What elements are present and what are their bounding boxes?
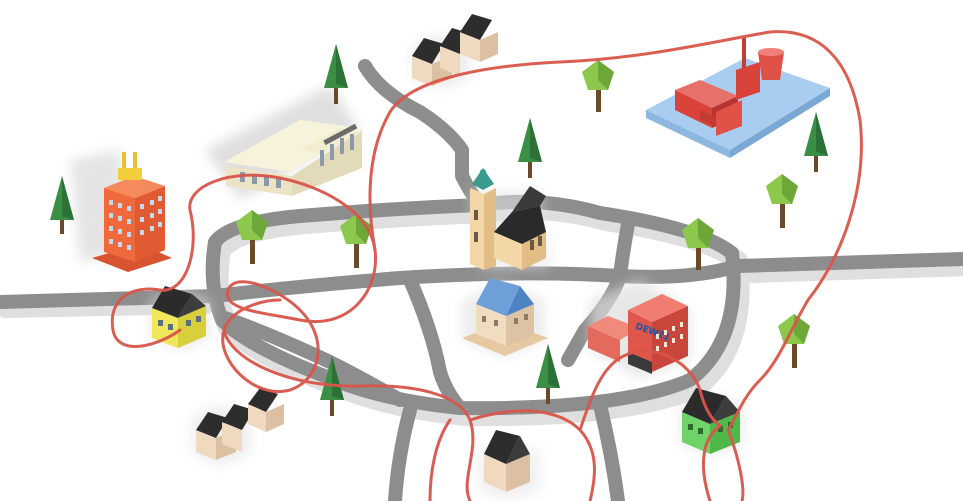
road-inner-1 — [403, 273, 467, 415]
conifer-tree — [536, 344, 560, 404]
road-north — [358, 59, 487, 212]
road-east — [731, 252, 963, 273]
road-south-1 — [388, 403, 417, 501]
white-hall-building — [205, 85, 362, 200]
round-tree — [682, 218, 714, 270]
conifer-tree — [50, 176, 74, 234]
blue-roof-house — [462, 278, 548, 358]
green-house — [680, 388, 744, 456]
road-south-2 — [593, 398, 625, 501]
round-tree — [236, 210, 268, 264]
church — [470, 168, 550, 270]
round-tree — [766, 174, 798, 228]
conifer-tree — [804, 112, 828, 172]
road-network — [0, 59, 963, 501]
conifer-tree — [518, 118, 542, 178]
road-crossing — [208, 259, 745, 303]
conifer-tree — [320, 356, 344, 416]
route-line — [110, 30, 863, 501]
house-cluster-top — [412, 14, 498, 90]
ring-road — [205, 194, 741, 416]
house-cluster-bottom-left — [192, 388, 284, 466]
dew21-office-building: DEW21 — [588, 280, 690, 378]
power-plant — [646, 38, 830, 158]
conifer-tree — [324, 44, 348, 104]
round-tree — [778, 314, 810, 368]
house-bottom-center — [478, 430, 540, 500]
orange-apartment-tower — [70, 150, 172, 272]
round-tree — [582, 60, 614, 112]
round-tree — [340, 214, 372, 268]
yellow-house — [150, 286, 210, 350]
